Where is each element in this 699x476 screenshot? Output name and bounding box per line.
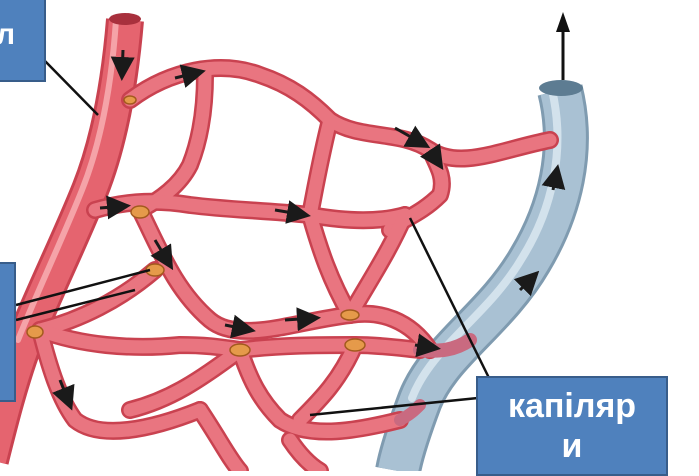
label-capillaries-text: капіляр и: [508, 387, 636, 465]
label-capillaries: капіляр и: [476, 376, 668, 476]
vein-exit-arrow-icon: [556, 12, 570, 80]
label-left-middle: [0, 262, 16, 402]
label-top-left: л: [0, 0, 46, 82]
label-top-left-text: л: [0, 20, 44, 50]
